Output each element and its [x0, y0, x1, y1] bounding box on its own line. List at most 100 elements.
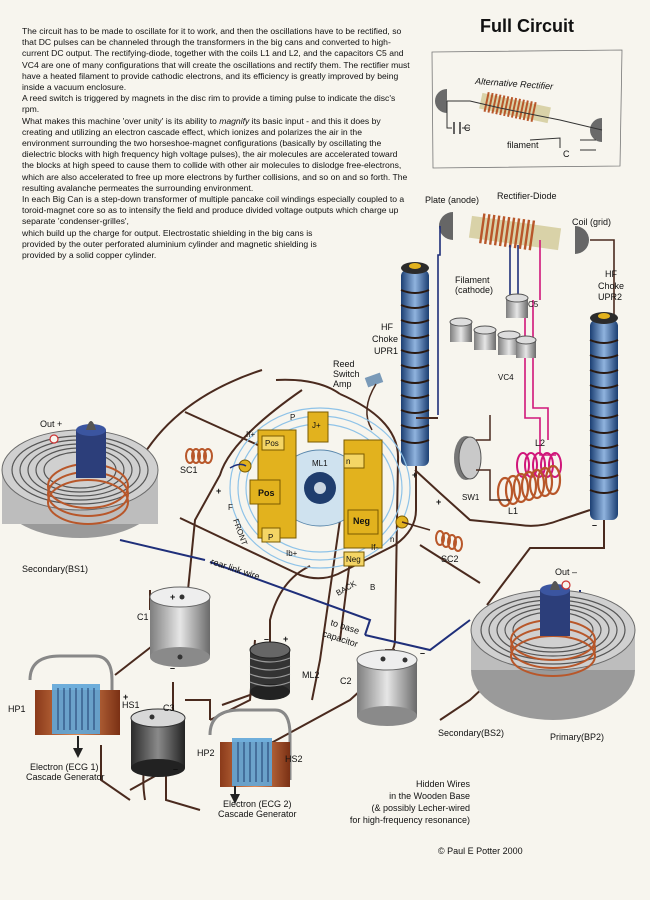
hf-choke-upr1	[400, 262, 430, 466]
hf1-label: HF	[381, 322, 393, 332]
c3-minus: –	[173, 764, 178, 774]
if-plus-label: If+	[246, 430, 255, 439]
coil-sc2	[435, 530, 463, 552]
vc4-label: VC4	[498, 373, 514, 382]
c3-plus: +	[123, 692, 128, 702]
hidden-wires-line2: in the Wooden Base	[389, 791, 470, 801]
central-plus: +	[216, 486, 221, 496]
hp2-label: HP2	[197, 748, 215, 758]
rear-link-wire-label: rear link wire	[209, 556, 261, 581]
sc1-label: SC1	[180, 465, 198, 475]
n-label-top: n	[346, 457, 350, 466]
coil-grid-label: Coil (grid)	[572, 217, 611, 227]
hidden-wires-note: Hidden Wires in the Wooden Base (& possi…	[330, 778, 470, 826]
l1-label: L1	[508, 506, 518, 516]
pos-label-top: Pos	[265, 439, 279, 448]
b-label: B	[370, 583, 375, 592]
out-plus-label: Out +	[40, 419, 62, 429]
rectifier-diode-label: Rectifier-Diode	[497, 191, 557, 201]
ecg2-label-line2: Cascade Generator	[218, 809, 297, 819]
neg-label-bottom: Neg	[346, 555, 361, 564]
sw1-label: SW1	[462, 493, 480, 502]
ml2-label: ML2	[302, 670, 320, 680]
secondary-bs1-label: Secondary(BS1)	[22, 564, 88, 574]
choke1-plus: +	[412, 470, 417, 480]
switch-label: Switch	[333, 369, 360, 379]
intro-paragraph-big-can: In each Big Can is a step-down transform…	[22, 194, 405, 227]
ecg2-generator	[208, 708, 292, 804]
inset-filament-label: filament	[507, 140, 539, 150]
intro-text-a: What makes this machine 'over unity' is …	[22, 115, 220, 126]
c1-plus: +	[170, 592, 175, 602]
primary-bp2-label: Primary(BP2)	[550, 732, 604, 742]
magnet-right	[343, 439, 383, 567]
c2-minus: –	[420, 648, 425, 658]
inset-title: Alternative Rectifier	[474, 76, 555, 92]
inductor-ml2	[249, 641, 291, 700]
switch-sw1	[454, 436, 482, 480]
choke2-label: Choke	[598, 281, 624, 291]
reed-switch-amp	[364, 372, 384, 431]
l2-label: L2	[535, 438, 545, 448]
coil-sc1	[185, 448, 213, 464]
capacitor-c2	[356, 649, 418, 726]
neg-label-main: Neg	[353, 516, 370, 526]
c3-label: C3	[163, 703, 175, 713]
ml2-plus: +	[283, 634, 288, 644]
ml2-minus: –	[264, 634, 269, 644]
capacitor-c3	[130, 708, 186, 777]
inset-rectifier-tube	[435, 89, 603, 151]
c1-minus: –	[170, 663, 175, 673]
choke2-minus: –	[592, 520, 597, 530]
secondary-bs2-label: Secondary(BS2)	[438, 728, 504, 738]
intro-emphasis: magnify	[219, 115, 250, 126]
intro-paragraph-shielding: which build up the charge for output. El…	[22, 227, 317, 261]
capacitor-c1	[149, 586, 211, 667]
rectifier-diode	[439, 212, 589, 254]
front-label: FRONT	[231, 518, 249, 547]
copyright: © Paul E Potter 2000	[438, 846, 523, 856]
c1-label: C1	[137, 612, 149, 622]
hp1-label: HP1	[8, 704, 26, 714]
hidden-wires-line1: Hidden Wires	[415, 779, 470, 789]
hf-choke-upr2	[589, 312, 619, 520]
n-label-right: n	[390, 535, 394, 544]
ecg1-label-line2: Cascade Generator	[26, 772, 105, 782]
plate-anode-label: Plate (anode)	[425, 195, 479, 205]
reed-label: Reed	[333, 359, 355, 369]
hs1-label: HS1	[122, 700, 140, 710]
intro-text: The circuit has to be made to oscillate …	[22, 26, 410, 261]
magnet-top	[307, 411, 329, 443]
intro-text-b: its basic input - and this it does by cr…	[22, 115, 408, 193]
c5-label: C5	[528, 300, 539, 309]
intro-paragraph-over-unity: What makes this machine 'over unity' is …	[22, 116, 410, 194]
ib-plus-label: Ib+	[286, 549, 298, 558]
p-label-bottom: P	[268, 533, 273, 542]
coil-l1	[496, 464, 562, 508]
filament-cathode-label: (cathode)	[455, 285, 493, 295]
upr2-label: UPR2	[598, 292, 622, 302]
ml1-label: ML1	[312, 459, 328, 468]
big-can-bs1	[1, 421, 159, 538]
hidden-wires-line3: (& possibly Lecher-wired	[371, 803, 470, 813]
ecg2-label-line1: Electron (ECG 2)	[223, 799, 292, 809]
central-assembly	[229, 407, 431, 569]
jplus-label: J+	[312, 421, 321, 430]
p-label-top: P	[290, 413, 295, 422]
out-minus-label: Out –	[555, 567, 577, 577]
alternative-rectifier-inset: Alternative Rectifier C filament C	[431, 49, 623, 169]
intro-paragraph-reed-switch: A reed switch is triggered by magnets in…	[22, 93, 396, 115]
rectifier-wires	[437, 226, 615, 456]
vc4-variable-capacitors	[449, 293, 537, 358]
intro-paragraph-oscillation: The circuit has to be made to oscillate …	[22, 26, 410, 93]
upr1-label: UPR1	[374, 346, 398, 356]
f-label: F	[228, 503, 233, 512]
hf2-label: HF	[605, 269, 617, 279]
magnet-left	[249, 429, 297, 543]
sw1-plus: +	[436, 497, 441, 507]
inset-c-left: C	[464, 123, 471, 133]
big-can-bs2	[470, 581, 636, 720]
ecg1-label-line1: Electron (ECG 1)	[30, 762, 99, 772]
filament-label: Filament	[455, 275, 490, 285]
